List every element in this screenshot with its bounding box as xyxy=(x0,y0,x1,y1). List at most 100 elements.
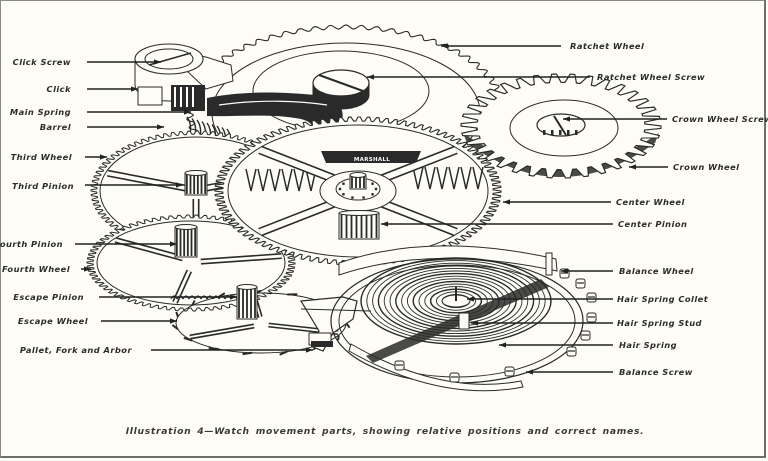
label-third-wheel: Third Wheel xyxy=(11,152,72,162)
pinion-leaf xyxy=(366,214,368,238)
label-fourth-pinion: Fourth Pinion xyxy=(0,239,63,249)
balance-rim-cut xyxy=(349,344,523,391)
cannon-pinion xyxy=(350,173,366,190)
label-click-screw: Click Screw xyxy=(13,57,71,67)
leader-crown-wheel xyxy=(629,164,668,169)
pinion-top xyxy=(185,171,207,176)
collar-notch xyxy=(371,183,373,185)
pinion-body xyxy=(185,173,207,195)
click-ridge xyxy=(174,87,176,107)
leader-arrowhead xyxy=(157,124,164,129)
pinion-leaf xyxy=(356,214,358,238)
label-ratchet-wheel-screw: Ratchet Wheel Screw xyxy=(597,72,705,82)
pinion-leaf xyxy=(180,228,182,256)
brand-engraving: MARSHALL xyxy=(354,157,390,163)
center-wheel xyxy=(215,117,501,265)
pinion-leaf xyxy=(201,174,203,194)
pinion-leaf xyxy=(197,174,199,194)
collar-notch xyxy=(339,188,341,190)
pinion-leaf xyxy=(363,176,365,188)
collar-notch xyxy=(342,183,344,185)
pinion-leaf xyxy=(242,288,244,318)
pallet-shadow xyxy=(311,341,333,347)
label-center-pinion: Center Pinion xyxy=(618,219,687,229)
escape-pinion xyxy=(237,285,257,320)
pinion-leaf xyxy=(190,174,192,194)
leader-escape-wheel xyxy=(101,318,177,323)
pinion-top xyxy=(350,173,366,178)
hair-spring-stud xyxy=(459,313,469,329)
pinion-leaf xyxy=(183,228,185,256)
pinion-leaf xyxy=(341,214,343,238)
crown-screw-notch xyxy=(567,130,570,135)
pinion-leaf xyxy=(351,214,353,238)
crown-screw-notch xyxy=(551,130,554,135)
leader-click xyxy=(87,86,138,91)
balance-rim-end xyxy=(546,253,552,275)
pinion-leaf xyxy=(191,228,193,256)
pinion-leaf xyxy=(376,214,378,238)
leader-hair-spring xyxy=(499,342,613,347)
click-foot xyxy=(138,87,162,105)
pinion-leaf xyxy=(193,174,195,194)
label-barrel: Barrel xyxy=(40,122,71,132)
pinion-leaf xyxy=(187,228,189,256)
label-ratchet-wheel: Ratchet Wheel xyxy=(570,41,644,51)
crown-screw-notch xyxy=(543,130,546,135)
pinion-body xyxy=(175,227,197,257)
leader-center-wheel xyxy=(503,199,611,204)
pinion-leaf xyxy=(204,174,206,194)
click-ridge xyxy=(180,87,182,107)
pinion-leaf xyxy=(254,288,256,318)
watch-parts-drawing xyxy=(87,25,661,391)
pinion-top xyxy=(237,285,257,290)
escape-tooth xyxy=(243,353,253,354)
pinion-leaf xyxy=(176,228,178,256)
label-hair-spring-stud: Hair Spring Stud xyxy=(617,318,702,328)
label-balance-screw: Balance Screw xyxy=(619,367,693,377)
collar-notch xyxy=(375,188,377,190)
label-crown-wheel: Crown Wheel xyxy=(673,162,739,172)
pinion-top xyxy=(175,225,197,230)
label-hair-spring: Hair Spring xyxy=(619,340,677,350)
wheel-spoke-face xyxy=(190,326,254,337)
crown-wheel xyxy=(461,74,661,178)
pinion-leaf xyxy=(194,228,196,256)
fourth-pinion xyxy=(175,225,197,258)
escape-tooth xyxy=(338,335,339,340)
label-crown-wheel-screw: Crown Wheel Screw xyxy=(672,114,768,124)
crown-screw-notch xyxy=(575,130,578,135)
label-hair-spring-collet: Hair Spring Collet xyxy=(617,294,708,304)
pinion-leaf xyxy=(250,288,252,318)
label-fourth-wheel: Fourth Wheel xyxy=(2,264,70,274)
label-escape-wheel: Escape Wheel xyxy=(18,316,88,326)
pinion-top xyxy=(339,211,379,216)
leader-arrowhead xyxy=(526,369,533,374)
label-third-pinion: Third Pinion xyxy=(12,181,74,191)
escape-tooth xyxy=(209,348,219,349)
leader-arrowhead xyxy=(499,342,506,347)
pinion-leaf xyxy=(246,288,248,318)
leader-arrowhead xyxy=(100,154,107,159)
crown-screw-notch xyxy=(559,130,562,135)
pinion-body xyxy=(339,213,379,239)
click-ridge xyxy=(186,87,188,107)
label-pallet-fork-arbor: Pallet, Fork and Arbor xyxy=(20,345,132,355)
leader-ratchet-wheel xyxy=(441,43,561,48)
click-ridge xyxy=(192,87,194,107)
escape-tooth xyxy=(176,312,178,317)
label-click: Click xyxy=(47,84,71,94)
figure-caption: Illustration 4—Watch movement parts, sho… xyxy=(1,426,768,437)
label-center-wheel: Center Wheel xyxy=(616,197,685,207)
leader-third-wheel xyxy=(85,154,107,159)
collar-notch xyxy=(351,196,353,198)
pinion-leaf xyxy=(238,288,240,318)
leader-arrowhead xyxy=(503,199,510,204)
pinion-leaf xyxy=(346,214,348,238)
center-pinion xyxy=(339,211,379,240)
third-pinion xyxy=(185,171,207,196)
pinion-leaf xyxy=(361,214,363,238)
label-main-spring: Main Spring xyxy=(10,107,71,117)
